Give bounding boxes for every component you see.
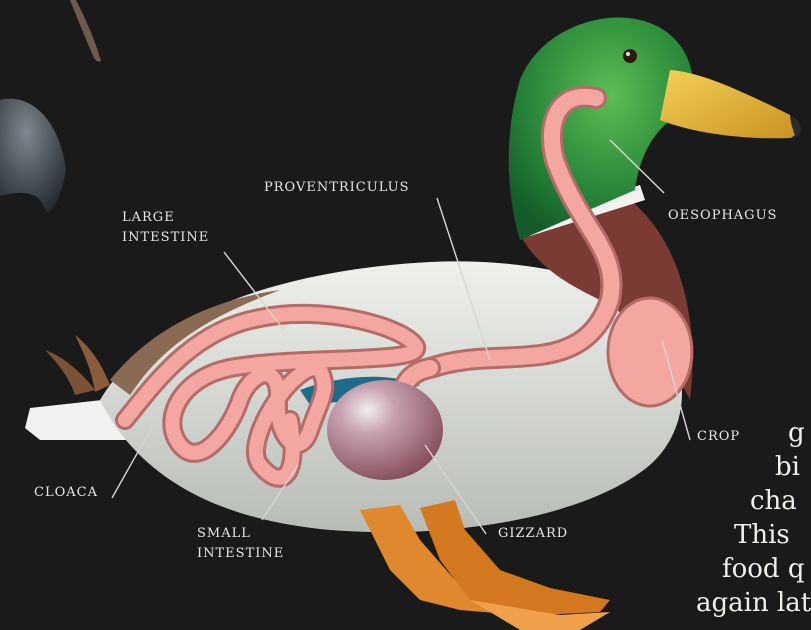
body-text-line-4: This [734,518,790,552]
label-proventriculus: PROVENTRICULUS [264,178,410,198]
body-text-line-2: bi [775,450,800,484]
label-crop: CROP [697,427,740,447]
crop [608,298,692,406]
label-small-intestine: SMALL INTESTINE [197,524,284,564]
gizzard [327,380,443,480]
label-oesophagus: OESOPHAGUS [668,206,777,226]
body-text-line-5: food q [722,552,804,586]
body-text-line-1: g [788,416,805,450]
mussel-shell [0,99,66,213]
label-cloaca: CLOACA [34,483,98,503]
label-large-intestine: LARGE INTESTINE [122,208,209,248]
body-text-line-3: cha [750,484,797,518]
label-gizzard: GIZZARD [498,524,568,544]
feather-fragment [70,0,101,62]
body-text-line-6: again lat [696,586,811,620]
